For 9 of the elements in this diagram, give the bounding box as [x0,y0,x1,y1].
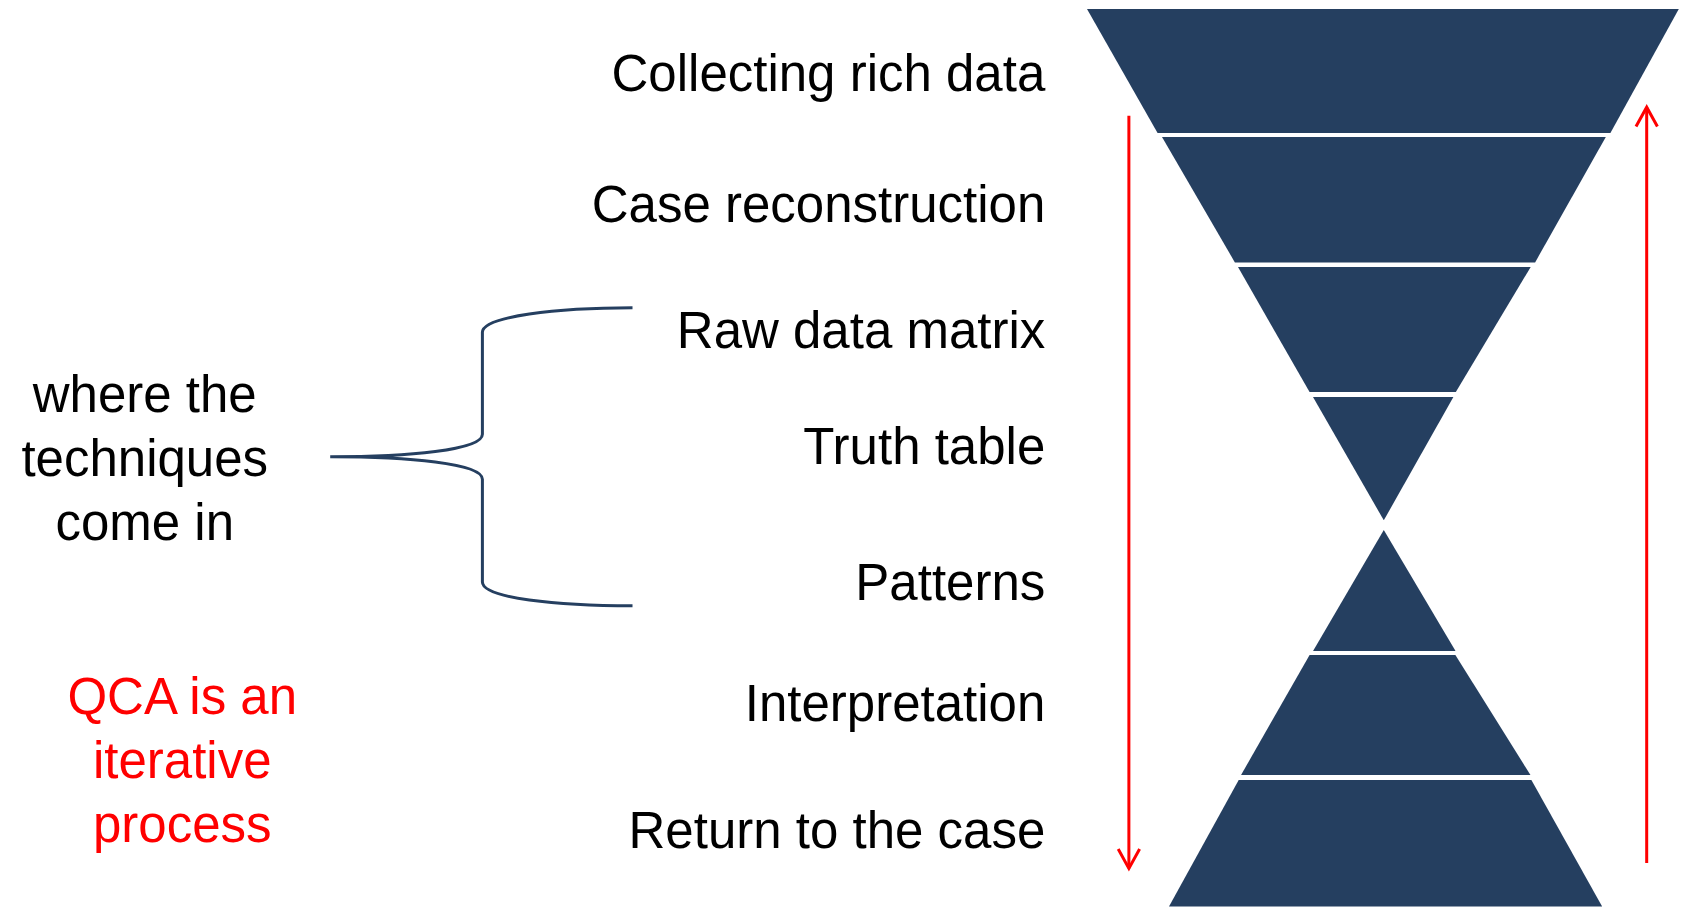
stage-label: Collecting rich data [611,48,1046,100]
stage-label: Raw data matrix [676,305,1046,357]
stage-label: Case reconstruction [591,178,1046,230]
brace-note: where the techniques come in [20,364,270,553]
stage-label: Truth table [803,421,1046,473]
stage-label: Interpretation [744,678,1046,730]
process-note: QCA is an iterative process [66,667,299,856]
stage-label: Return to the case [628,804,1046,856]
stage-label: Patterns [855,557,1046,609]
